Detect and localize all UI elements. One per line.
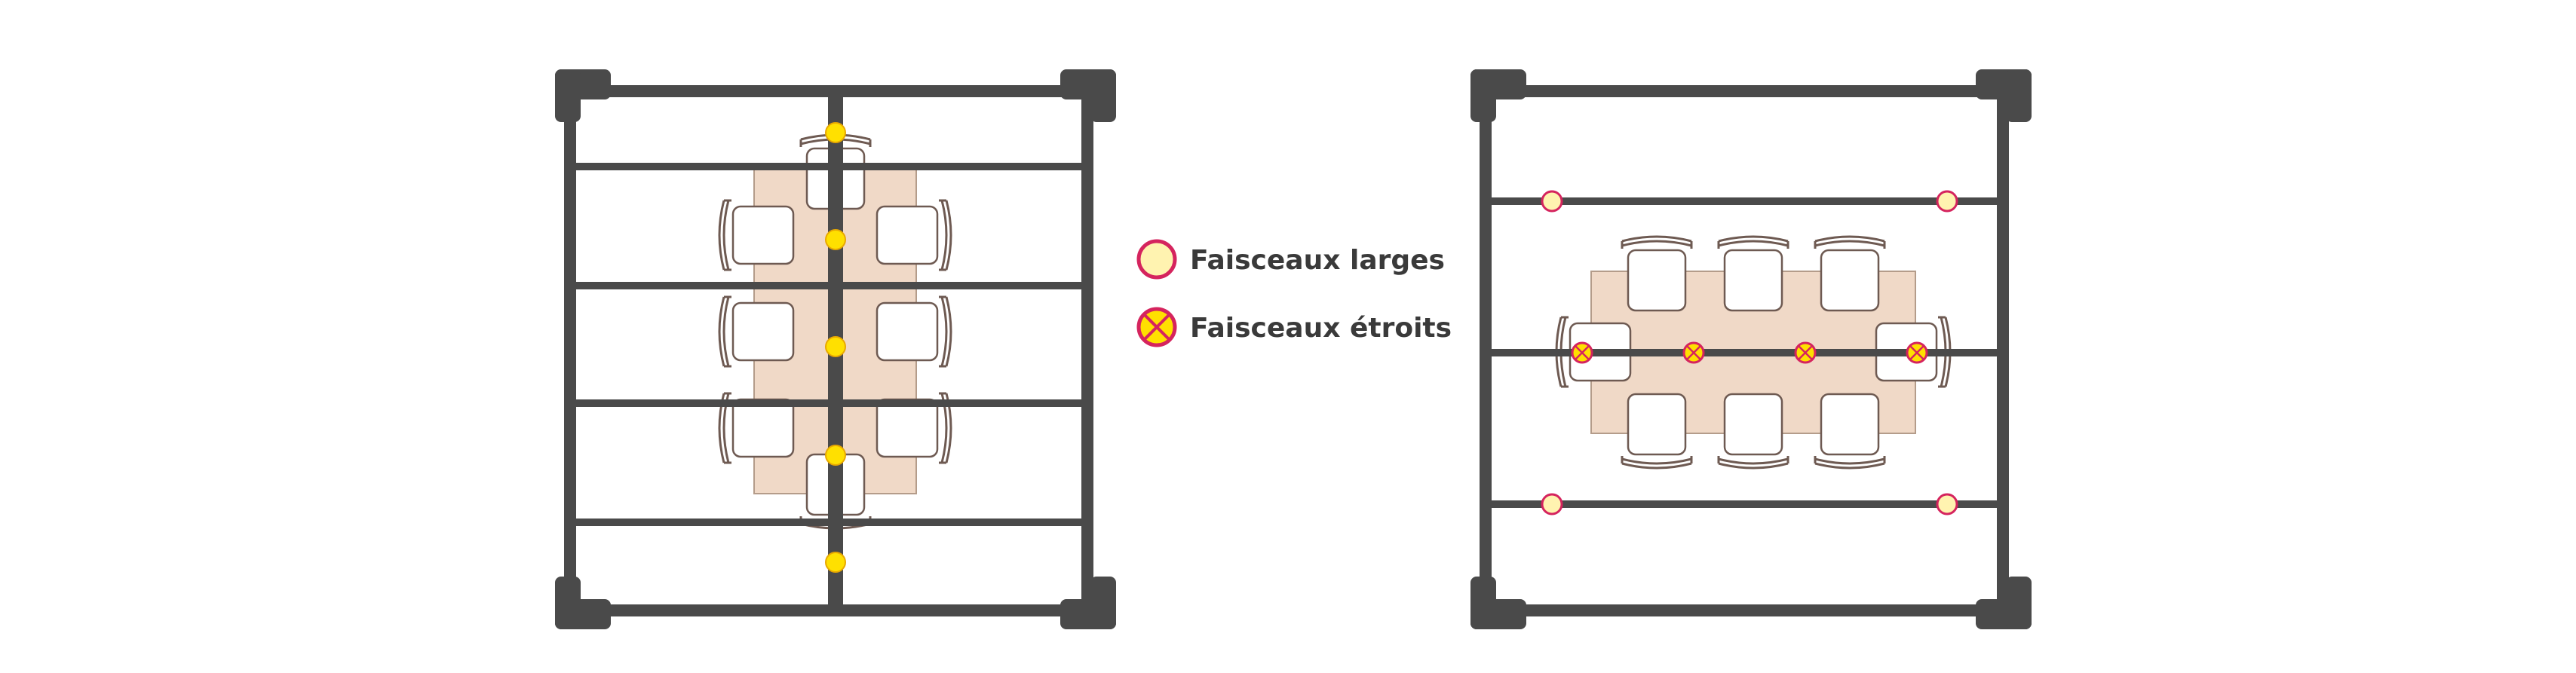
light-markers-left [825, 122, 846, 573]
wide-beam-light [1541, 190, 1563, 213]
chair [1621, 235, 1693, 312]
room-frame [555, 69, 1116, 629]
narrow-beam-light [825, 229, 846, 250]
narrow-beam-light [825, 336, 846, 357]
chair [1717, 393, 1789, 470]
room-left [555, 69, 1116, 629]
legend-item-narrow: Faisceaux étroits [1136, 307, 1452, 347]
narrow-beam-light [1571, 341, 1593, 364]
narrow-beam-light [825, 445, 846, 466]
room-right [1470, 69, 2032, 629]
wide-beam-icon [1136, 239, 1177, 280]
legend-label-wide: Faisceaux larges [1190, 245, 1445, 276]
legend-label-narrow: Faisceaux étroits [1190, 313, 1452, 344]
light-markers-right-wide [1541, 190, 1958, 515]
narrow-beam-light [1906, 341, 1928, 364]
wide-beam-light [1936, 190, 1958, 213]
chair [1814, 235, 1886, 312]
legend-item-wide: Faisceaux larges [1136, 239, 1445, 280]
narrow-beam-icon [1136, 307, 1177, 347]
narrow-beam-light [825, 122, 846, 143]
narrow-beam-light [1682, 341, 1705, 364]
narrow-beam-light [825, 552, 846, 573]
legend: Faisceaux larges Faisceaux étroits [1136, 239, 1452, 347]
wide-beam-light [1936, 493, 1958, 515]
chair [876, 295, 952, 368]
light-markers-right-narrow [1571, 341, 1928, 364]
wide-beam-light [1541, 493, 1563, 515]
chair [1814, 393, 1886, 470]
chair [876, 199, 952, 271]
chair [718, 295, 795, 368]
chair [1621, 393, 1693, 470]
narrow-beam-light [1794, 341, 1817, 364]
chair [718, 199, 795, 271]
chair [1717, 235, 1789, 312]
room-frame [1470, 69, 2032, 629]
